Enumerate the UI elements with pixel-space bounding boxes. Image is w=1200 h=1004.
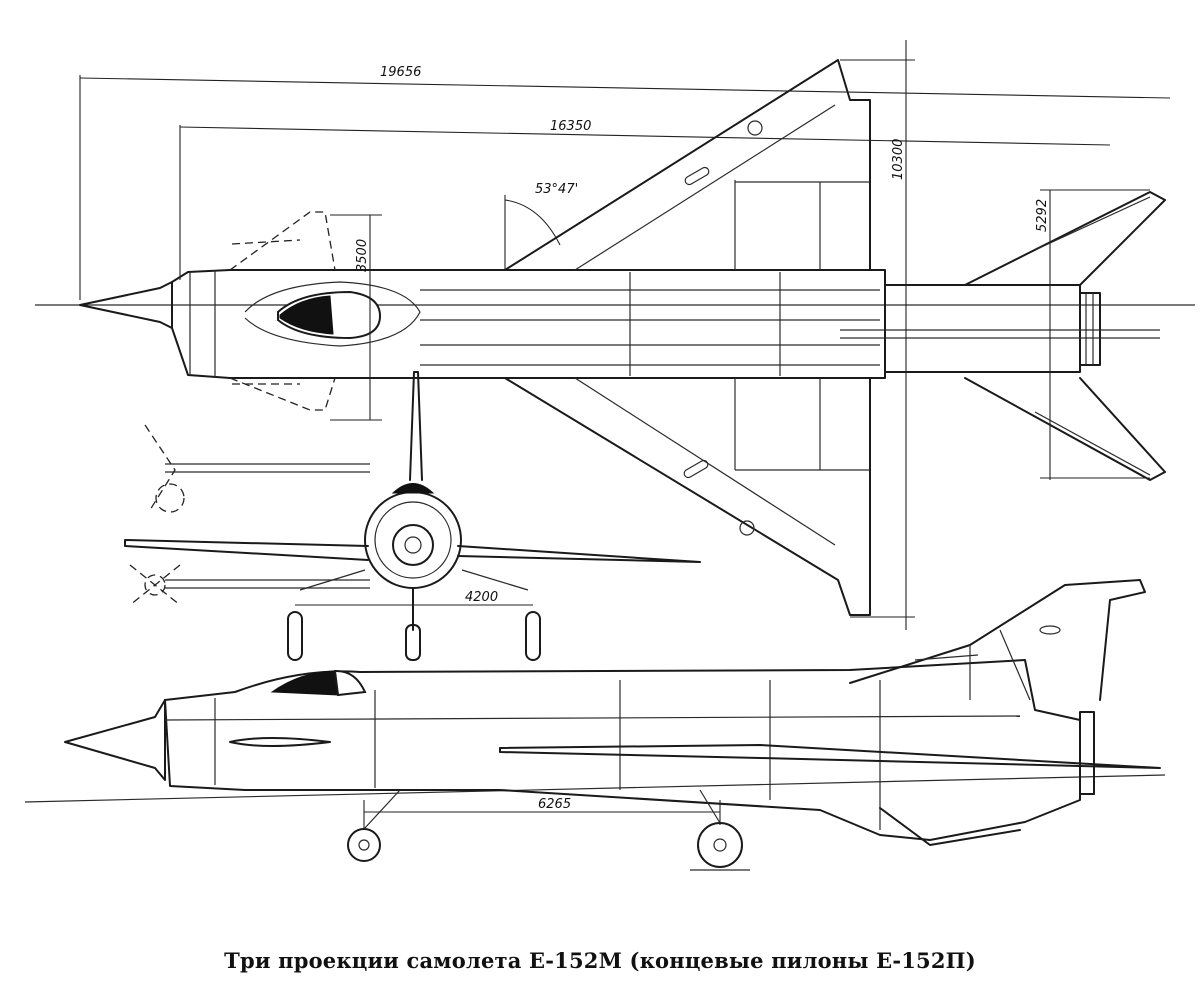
side-view: 6265 (24, 579, 1166, 871)
figure-caption: Три проекции самолета Е-152М (концевые п… (224, 948, 976, 973)
front-view: 4200 (124, 371, 701, 661)
dim-wing-span: 10300 (891, 139, 906, 180)
dim-tailplane-span: 5292 (1035, 199, 1050, 232)
dim-wing-sweep: 53°47' (535, 182, 578, 197)
dim-wheelbase: 6265 (538, 797, 571, 812)
top-view-dimensions: 19656 16350 53°47' 3500 10300 5292 (79, 40, 1171, 630)
top-view (35, 59, 1195, 616)
dim-overall-length: 19656 (380, 65, 421, 80)
dim-fuselage-length: 16350 (550, 119, 591, 134)
dim-main-gear-track: 4200 (465, 590, 498, 605)
dim-foreplane-span: 3500 (355, 239, 370, 272)
